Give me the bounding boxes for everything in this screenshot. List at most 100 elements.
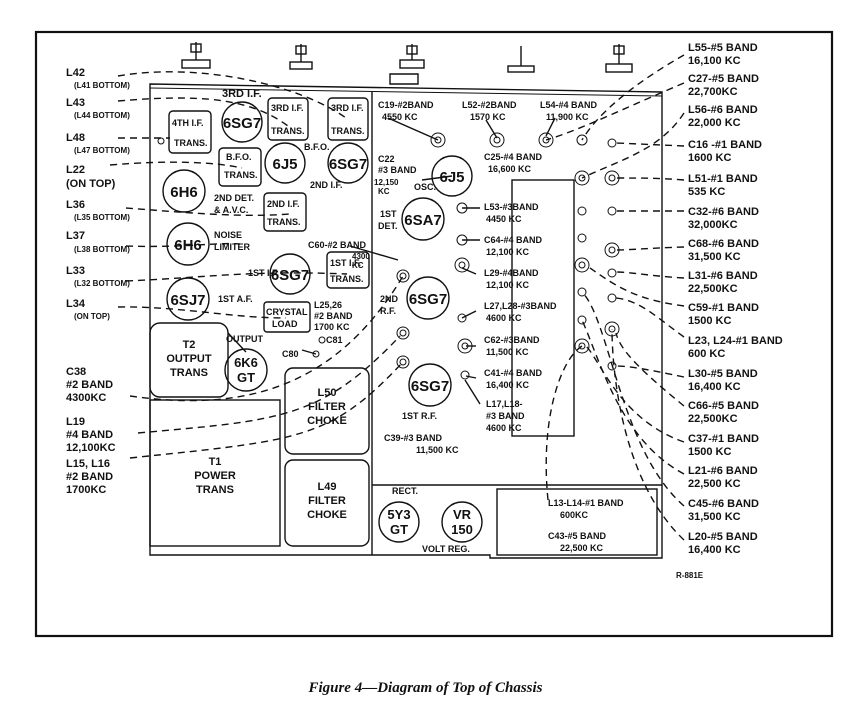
label-l54: L54-#4 BAND bbox=[540, 100, 598, 110]
label-c59: C59-#1 BAND bbox=[688, 302, 759, 314]
label-l1718-freq: 4600 KC bbox=[486, 423, 522, 433]
tube-5y3gt bbox=[378, 501, 420, 543]
tube-vr150 bbox=[441, 501, 483, 543]
label-c16-freq: 1600 KC bbox=[688, 152, 731, 164]
tube-6h6-noise bbox=[166, 222, 210, 266]
label-l52-freq: 1570 KC bbox=[470, 112, 506, 122]
top-connectors bbox=[181, 42, 633, 73]
label-l21-freq: 22,500 KC bbox=[688, 478, 741, 490]
tube-label-6sj7: 6SJ7 bbox=[170, 292, 205, 309]
label-l37: L37 bbox=[66, 230, 85, 242]
label-noise: NOISE bbox=[214, 230, 242, 240]
label-c39: C39-#3 BAND bbox=[384, 433, 443, 443]
tube-label-6sg7-2nd-rf: 6SG7 bbox=[409, 291, 447, 308]
l13-box bbox=[496, 488, 658, 556]
band-switch-trimmers bbox=[157, 132, 620, 380]
label-1st-if-box-1: 1ST I.F. bbox=[330, 258, 361, 268]
label-1st-af: 1ST A.F. bbox=[218, 294, 253, 304]
label-l31-freq: 22,500KC bbox=[688, 283, 738, 295]
label-c27: C27-#5 BAND bbox=[688, 73, 759, 85]
label-c60-4300: 4300 bbox=[352, 252, 370, 261]
figure-caption: Figure 4—Diagram of Top of Chassis bbox=[308, 680, 543, 696]
label-l19-band: #4 BAND bbox=[66, 429, 113, 441]
label-l23-freq: 600 KC bbox=[688, 348, 725, 360]
tube-label-5y3: 5Y3 bbox=[387, 507, 410, 522]
label-l31: L31-#6 BAND bbox=[688, 270, 758, 282]
label-l49: L49 bbox=[318, 481, 337, 493]
label-t1-power: POWER bbox=[194, 470, 236, 482]
label-c38-band: #2 BAND bbox=[66, 379, 113, 391]
label-c39-freq: 11,500 KC bbox=[416, 445, 459, 455]
label-1st-if: 1ST I.F. bbox=[248, 268, 279, 278]
label-c60: C60-#2 BAND bbox=[308, 240, 367, 250]
label-l56: L56-#6 BAND bbox=[688, 104, 758, 116]
band-switch-box bbox=[511, 179, 575, 437]
label-t2: T2 bbox=[183, 339, 196, 351]
label-rect: RECT. bbox=[392, 486, 418, 496]
label-2nd-det-1: 2ND DET. bbox=[214, 193, 254, 203]
tube-6sg7-1st-rf bbox=[408, 363, 452, 407]
label-c45-freq: 31,500 KC bbox=[688, 511, 741, 523]
label-crystal: CRYSTAL bbox=[266, 307, 308, 317]
label-c22-freq: 12,150 bbox=[374, 178, 399, 187]
label-l30-freq: 16,400 KC bbox=[688, 381, 741, 393]
label-l19: L19 bbox=[66, 416, 85, 428]
tube-6j5-osc bbox=[431, 155, 473, 197]
label-l49-choke: CHOKE bbox=[307, 509, 347, 521]
label-l30: L30-#5 BAND bbox=[688, 368, 758, 380]
label-3rd-if-a-2: TRANS. bbox=[271, 126, 305, 136]
label-l29: L29-#4BAND bbox=[484, 268, 539, 278]
label-volt-reg: VOLT REG. bbox=[422, 544, 470, 554]
tube-6sg7-3rd-if bbox=[221, 101, 263, 143]
label-bfo: B.F.O. bbox=[304, 142, 330, 152]
label-osc: OSC. bbox=[414, 182, 436, 192]
label-c22-kc: KC bbox=[378, 187, 390, 196]
label-output: OUTPUT bbox=[226, 334, 264, 344]
tube-label-6h6-noise: 6H6 bbox=[174, 237, 202, 254]
label-2nd-if-box-2: TRANS. bbox=[267, 217, 301, 227]
tube-6j5-bfo bbox=[264, 142, 306, 184]
label-l20: L20-#5 BAND bbox=[688, 531, 758, 543]
label-2nd-if-side: 2ND I.F. bbox=[310, 180, 343, 190]
label-1st-rf: 1ST R.F. bbox=[402, 411, 437, 421]
label-3rd-if-b-2: TRANS. bbox=[331, 126, 365, 136]
label-l33: L33 bbox=[66, 265, 85, 277]
figure-id: R-881E bbox=[676, 571, 704, 580]
tube-6h6-det bbox=[162, 169, 206, 213]
tube-6sa7-det bbox=[401, 197, 445, 241]
label-l43: L43 bbox=[66, 97, 85, 109]
label-limiter: LIMITER bbox=[214, 242, 250, 252]
label-l29-freq: 12,100 KC bbox=[486, 280, 530, 290]
label-c62-freq: 11,500 KC bbox=[486, 347, 529, 357]
label-c43: C43-#5 BAND bbox=[548, 531, 607, 541]
label-l42-sub: (L41 BOTTOM) bbox=[74, 81, 130, 90]
label-l54-freq: 11,900 KC bbox=[546, 112, 589, 122]
label-c80: C80 bbox=[282, 349, 299, 359]
label-l34: L34 bbox=[66, 298, 86, 310]
bfo-trans-box bbox=[218, 147, 262, 187]
label-t2-trans: TRANS bbox=[170, 367, 208, 379]
label-c60-kc: KC bbox=[352, 261, 364, 270]
label-l22-sub: (ON TOP) bbox=[66, 178, 116, 190]
label-c22: C22 bbox=[378, 154, 395, 164]
if4-trans-box bbox=[168, 110, 212, 154]
l50-box bbox=[284, 367, 370, 455]
label-l51: L51-#1 BAND bbox=[688, 173, 758, 185]
label-2nd-det-2: & A.V.C. bbox=[214, 205, 248, 215]
label-l51-freq: 535 KC bbox=[688, 186, 725, 198]
label-l49-filter: FILTER bbox=[308, 495, 346, 507]
label-l15-band: #2 BAND bbox=[66, 471, 113, 483]
label-l33-sub: (L32 BOTTOM) bbox=[74, 279, 130, 288]
label-l20-freq: 16,400 KC bbox=[688, 544, 741, 556]
label-rf: R.F. bbox=[380, 306, 396, 316]
tube-label-6sg7-1st-if: 6SG7 bbox=[271, 267, 309, 284]
label-c66-freq: 22,500KC bbox=[688, 413, 738, 425]
label-l22: L22 bbox=[66, 164, 85, 176]
label-l15: L15, L16 bbox=[66, 458, 110, 470]
label-c27-freq: 22,700KC bbox=[688, 86, 738, 98]
label-c19-freq: 4550 KC bbox=[382, 112, 418, 122]
label-l48: L48 bbox=[66, 132, 85, 144]
label-3rd-if-a-1: 3RD I.F. bbox=[271, 103, 304, 113]
label-bfo-box-2: TRANS. bbox=[224, 170, 258, 180]
label-t2-output: OUTPUT bbox=[166, 353, 212, 365]
